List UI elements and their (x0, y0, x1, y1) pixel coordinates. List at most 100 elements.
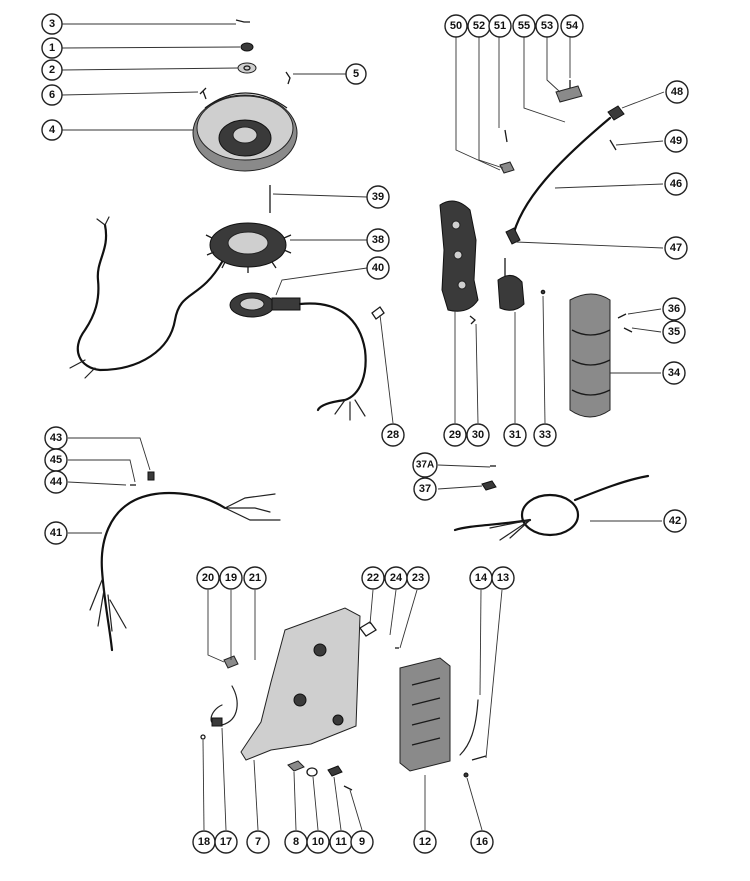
svg-text:39: 39 (372, 191, 384, 203)
lead-42-group (453, 465, 650, 541)
callout-49: 49 (664, 129, 688, 153)
svg-text:8: 8 (293, 836, 299, 848)
svg-text:48: 48 (671, 86, 683, 98)
callout-45: 45 (44, 448, 68, 472)
callout-48: 48 (665, 80, 689, 104)
svg-text:1: 1 (49, 42, 55, 54)
leader-lines (61, 23, 665, 831)
callout-29: 29 (443, 423, 467, 447)
callout-1: 1 (41, 37, 63, 59)
flywheel-washer (237, 62, 257, 74)
callout-4: 4 (41, 119, 63, 141)
callout-11: 11 (329, 830, 353, 854)
svg-text:28: 28 (387, 429, 399, 441)
callout-52: 52 (467, 14, 491, 38)
mounting-plate-group (200, 607, 399, 791)
svg-text:45: 45 (50, 454, 62, 466)
svg-text:6: 6 (49, 89, 55, 101)
callout-41: 41 (44, 521, 68, 545)
svg-text:31: 31 (509, 429, 521, 441)
svg-text:40: 40 (372, 262, 384, 274)
svg-text:13: 13 (497, 572, 509, 584)
svg-text:46: 46 (670, 178, 682, 190)
svg-text:50: 50 (450, 20, 462, 32)
svg-text:54: 54 (566, 20, 579, 32)
svg-text:9: 9 (359, 836, 365, 848)
boot (497, 275, 525, 311)
svg-text:36: 36 (668, 303, 680, 315)
svg-text:42: 42 (669, 515, 681, 527)
svg-text:47: 47 (670, 242, 682, 254)
callout-21: 21 (243, 566, 267, 590)
callout-12: 12 (413, 830, 437, 854)
trigger-assembly (229, 292, 385, 421)
svg-text:41: 41 (50, 527, 62, 539)
callout-46: 46 (664, 172, 688, 196)
callout-23: 23 (406, 566, 430, 590)
callout-8: 8 (284, 830, 308, 854)
callout-22: 22 (361, 566, 385, 590)
svg-text:53: 53 (541, 20, 553, 32)
callout-53: 53 (535, 14, 559, 38)
callout-54: 54 (560, 14, 584, 38)
svg-text:7: 7 (255, 836, 261, 848)
svg-text:43: 43 (50, 432, 62, 444)
callout-18: 18 (192, 830, 216, 854)
svg-text:52: 52 (473, 20, 485, 32)
ignition-coils (569, 293, 611, 418)
callout-13: 13 (491, 566, 515, 590)
svg-text:19: 19 (225, 572, 237, 584)
callout-30: 30 (466, 423, 490, 447)
callout-50: 50 (444, 14, 468, 38)
svg-text:37: 37 (419, 483, 431, 495)
terminal-block-group (399, 657, 487, 778)
svg-text:18: 18 (198, 836, 210, 848)
svg-text:3: 3 (49, 18, 55, 30)
callout-17: 17 (214, 830, 238, 854)
stator-harness (69, 216, 224, 379)
callout-51: 51 (488, 14, 512, 38)
switch-box-group (439, 200, 546, 325)
callout-39: 39 (366, 185, 390, 209)
svg-text:51: 51 (494, 20, 506, 32)
terminal-block (399, 657, 451, 772)
callout-33: 33 (533, 423, 557, 447)
svg-text:49: 49 (670, 135, 682, 147)
flywheel-assembly (192, 19, 298, 172)
svg-text:16: 16 (476, 836, 488, 848)
callouts: 3 1 2 6 4 5 39 38 40 28 50 52 51 55 53 5… (41, 13, 689, 854)
callout-36: 36 (662, 297, 686, 321)
callout-35: 35 (662, 320, 686, 344)
callout-10: 10 (306, 830, 330, 854)
spark-plug-lead-group (499, 80, 625, 245)
callout-34: 34 (662, 361, 686, 385)
svg-text:2: 2 (49, 64, 55, 76)
svg-text:44: 44 (50, 476, 63, 488)
main-harness (89, 471, 281, 652)
svg-text:4: 4 (49, 124, 56, 136)
svg-text:12: 12 (419, 836, 431, 848)
mounting-plate (240, 607, 361, 761)
callout-47: 47 (664, 236, 688, 260)
flywheel-nut (240, 42, 254, 52)
svg-text:20: 20 (202, 572, 214, 584)
svg-text:55: 55 (518, 20, 530, 32)
svg-text:11: 11 (335, 836, 347, 848)
callout-28: 28 (381, 423, 405, 447)
callout-40: 40 (366, 256, 390, 280)
svg-text:33: 33 (539, 429, 551, 441)
svg-text:23: 23 (412, 572, 424, 584)
callout-37: 37 (413, 477, 437, 501)
callout-31: 31 (503, 423, 527, 447)
callout-7: 7 (246, 830, 270, 854)
callout-9: 9 (350, 830, 374, 854)
svg-text:10: 10 (312, 836, 324, 848)
callout-20: 20 (196, 566, 220, 590)
svg-text:37A: 37A (416, 460, 434, 471)
svg-text:30: 30 (472, 429, 484, 441)
callout-38: 38 (366, 228, 390, 252)
callout-43: 43 (44, 426, 68, 450)
callout-16: 16 (470, 830, 494, 854)
svg-text:35: 35 (668, 326, 680, 338)
